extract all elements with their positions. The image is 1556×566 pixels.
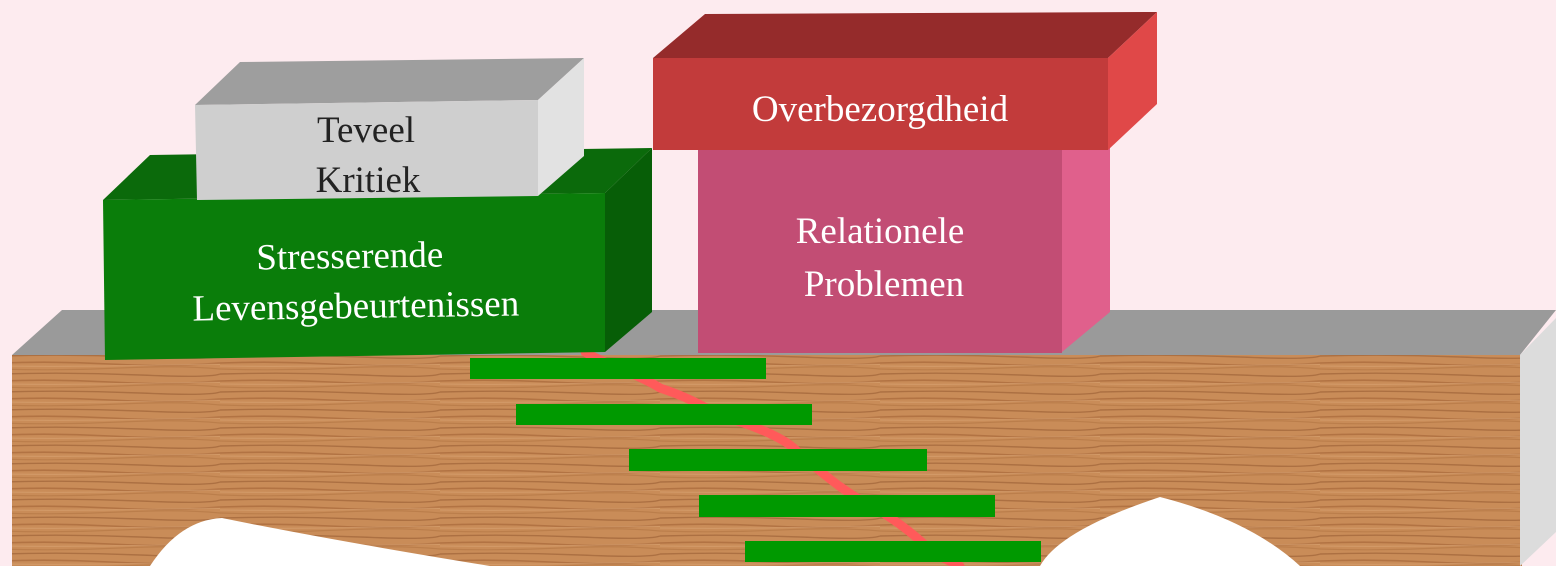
block-top-face — [195, 58, 584, 105]
beam-gap-right — [1040, 497, 1300, 566]
block-relationele-problemen: Relationele Problemen — [698, 108, 1110, 353]
block-front-face — [653, 58, 1108, 150]
splint-bar — [745, 541, 1041, 562]
block-front-face — [195, 100, 538, 200]
block-side-face — [538, 58, 584, 196]
block-front-face — [698, 150, 1062, 353]
block-label-line1: Teveel — [317, 110, 415, 151]
block-front-face — [103, 193, 605, 360]
splint-bar — [629, 449, 927, 471]
crack-splints — [470, 358, 1041, 562]
block-label-line1: Overbezorgdheid — [752, 89, 1009, 130]
block-teveel-kritiek: Teveel Kritiek — [195, 58, 584, 201]
block-side-face — [605, 148, 652, 352]
beam-end-face — [1520, 318, 1556, 566]
block-label-line2: Problemen — [804, 264, 964, 305]
splint-bar — [470, 358, 766, 379]
block-label-line1: Relationele — [796, 211, 965, 252]
block-label-line2: Levensgebeurtenissen — [192, 283, 519, 329]
beam-gap-left — [150, 518, 490, 566]
block-top-face — [653, 12, 1157, 58]
block-label-line2: Kritiek — [316, 160, 421, 201]
block-label-line1: Stresserende — [256, 235, 444, 279]
block-side-face — [1108, 12, 1157, 150]
splint-bar — [699, 495, 995, 517]
splint-bar — [516, 404, 812, 425]
block-overbezorgdheid: Overbezorgdheid — [653, 12, 1157, 150]
block-side-face — [1062, 108, 1110, 352]
